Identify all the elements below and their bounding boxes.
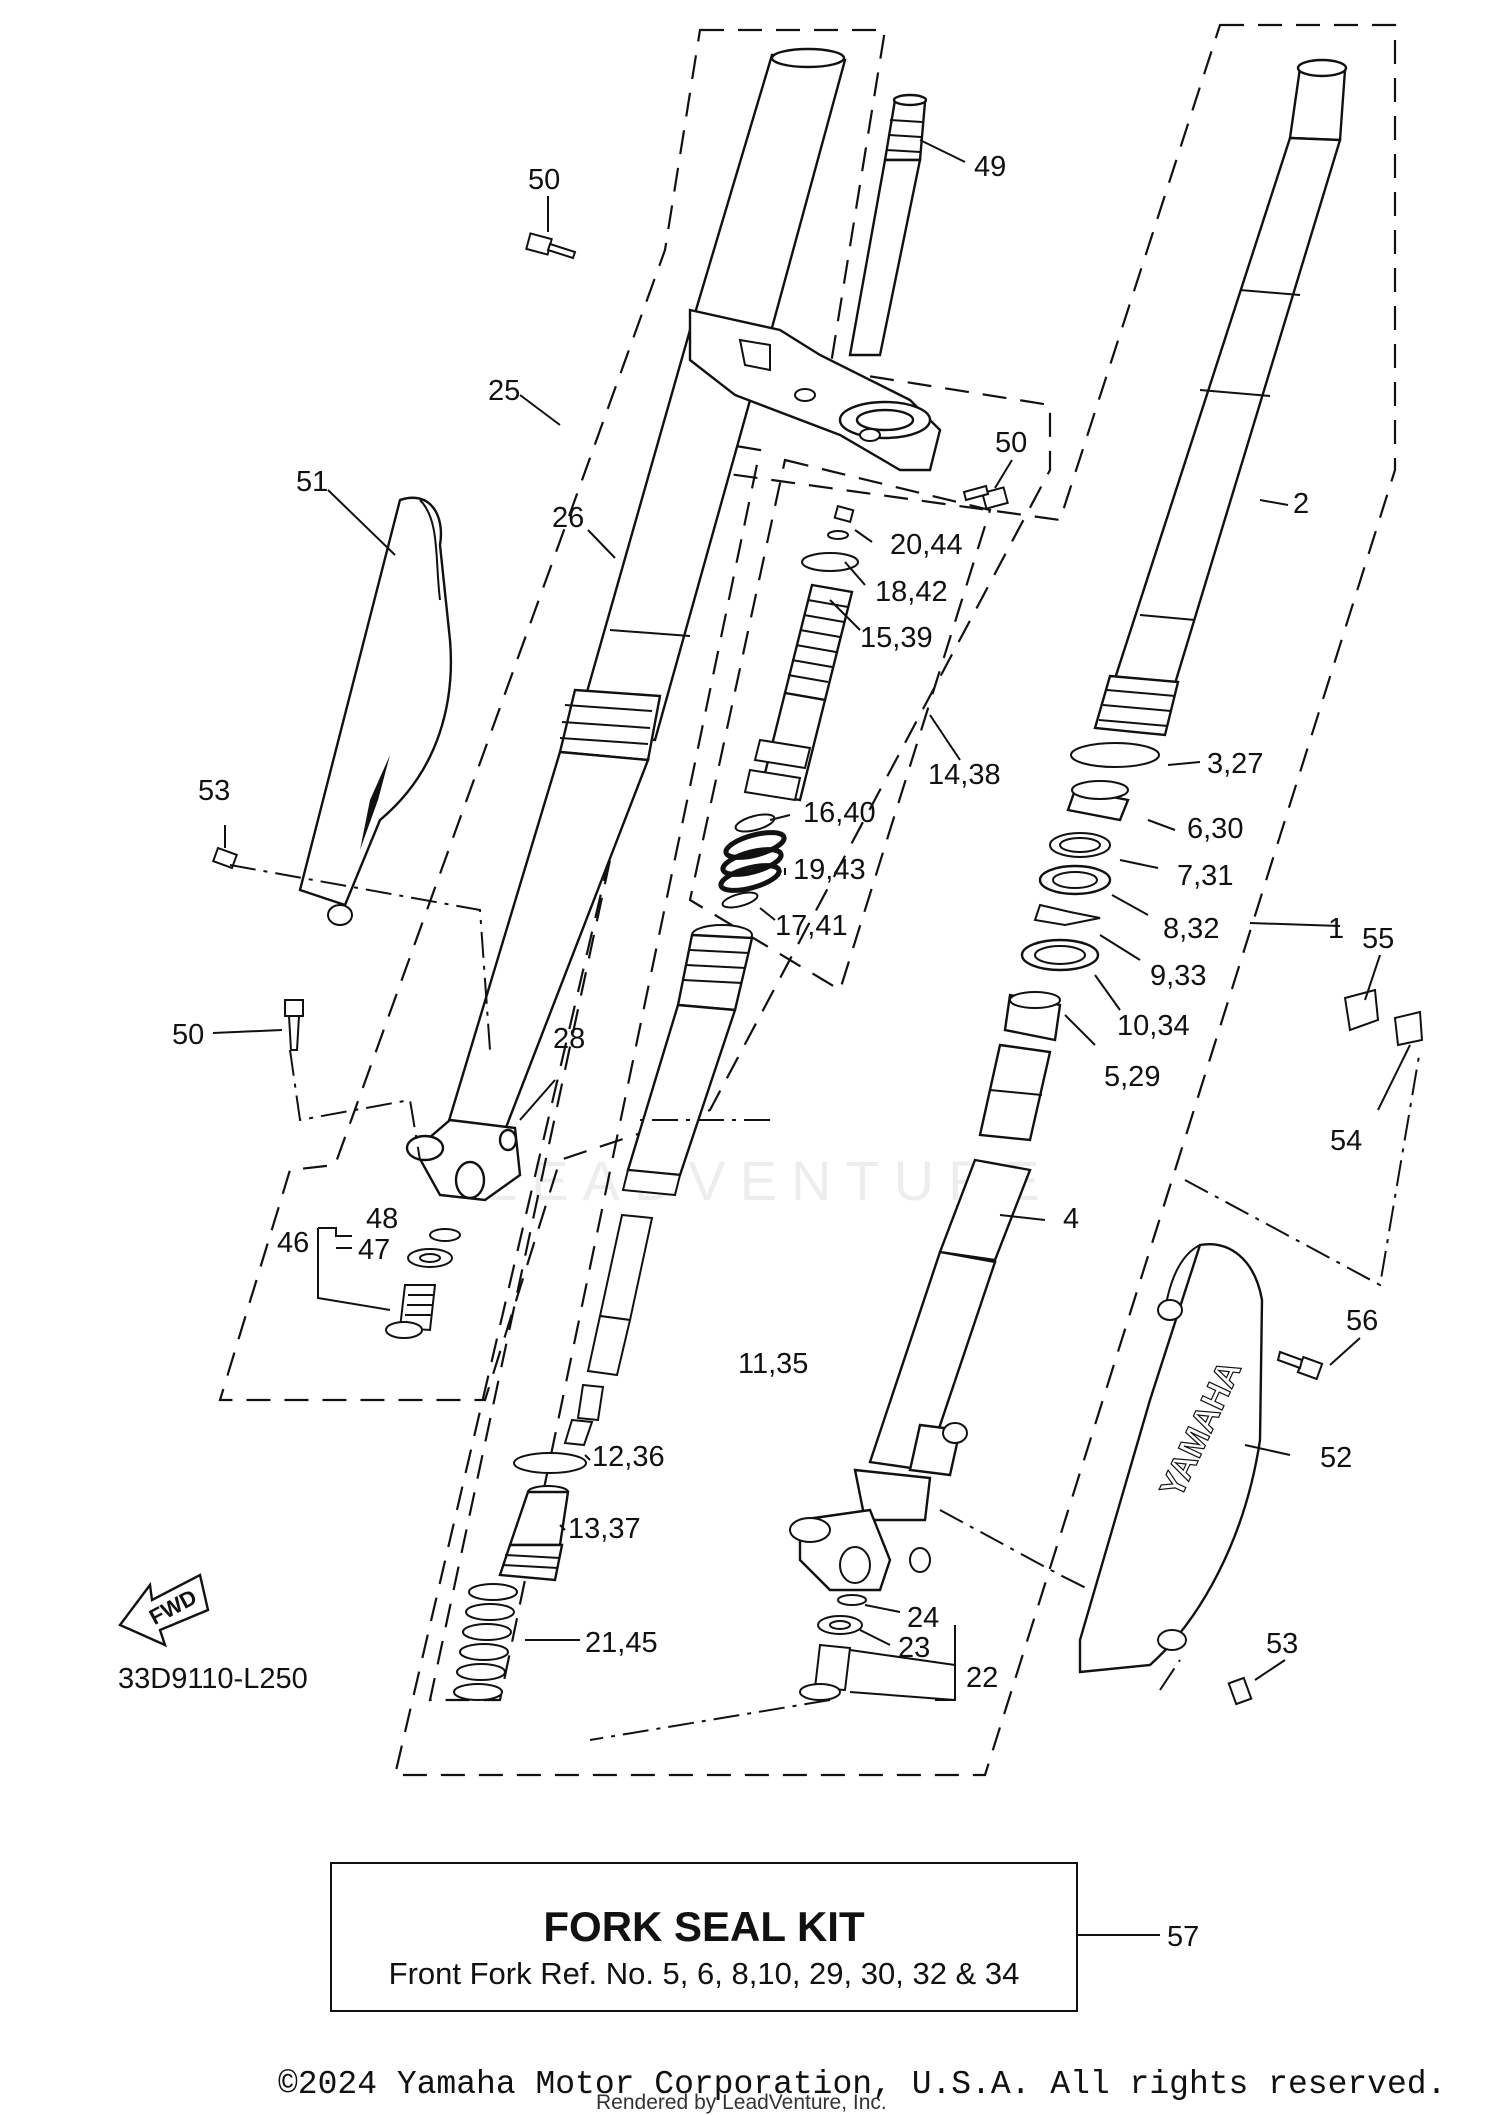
- callout-48: 48: [366, 1203, 398, 1235]
- damper-cartridge: [563, 924, 754, 1447]
- callout-23: 23: [898, 1632, 930, 1664]
- kit-description: Front Fork Ref. No. 5, 6, 8,10, 29, 30, …: [388, 1956, 1020, 1991]
- callout-19-43: 19,43: [793, 854, 866, 886]
- callout-53-left: 53: [198, 775, 230, 807]
- bolt-53-right: [1227, 1676, 1253, 1706]
- diagram-id: 33D9110-L250: [118, 1663, 308, 1695]
- callout-15-39: 15,39: [860, 622, 933, 654]
- callout-28: 28: [553, 1023, 585, 1055]
- callout-labels: 1 2 3,27 4 5,29 6,30 7,31 8,32 9,33 10,3…: [172, 151, 1394, 1953]
- right-fork-guard: YAMAHA: [1078, 1243, 1264, 1674]
- watermark: LEADVENTURE: [486, 1149, 1054, 1212]
- damper-seals: [718, 813, 787, 909]
- callout-13-37: 13,37: [568, 1513, 641, 1545]
- callout-18-42: 18,42: [875, 576, 948, 608]
- bolt-50-left: [284, 999, 304, 1051]
- callout-2: 2: [1293, 488, 1309, 520]
- callout-6-30: 6,30: [1187, 813, 1243, 845]
- callout-16-40: 16,40: [803, 797, 876, 829]
- callout-57: 57: [1167, 1921, 1199, 1953]
- callout-3-27: 3,27: [1207, 748, 1263, 780]
- callout-14-38: 14,38: [928, 759, 1001, 791]
- left-axle-holder: [405, 1118, 522, 1202]
- callout-20-44: 20,44: [890, 529, 963, 561]
- callout-51: 51: [296, 466, 328, 498]
- damper-cap-assembly: [743, 504, 859, 802]
- callout-25: 25: [488, 375, 520, 407]
- callout-12-36: 12,36: [592, 1441, 665, 1473]
- callout-50-top: 50: [528, 164, 560, 196]
- callout-55: 55: [1362, 923, 1394, 955]
- callout-22: 22: [966, 1662, 998, 1694]
- callout-52: 52: [1320, 1442, 1352, 1474]
- right-assembly-boundary: [393, 23, 1397, 1777]
- inner-assembly-boundary: [428, 438, 762, 1702]
- right-drain-bolt: [799, 1594, 867, 1701]
- rendered-by: Rendered by LeadVenture, Inc.: [596, 2091, 887, 2114]
- left-fork-guard: [298, 496, 453, 926]
- guard-clips: [1343, 988, 1424, 1047]
- bolt-50-top: [525, 232, 577, 260]
- callout-53-right: 53: [1266, 1628, 1298, 1660]
- fork-seal-kit-box: FORK SEAL KIT Front Fork Ref. No. 5, 6, …: [330, 1862, 1078, 2012]
- leader-lines: [212, 139, 1411, 1936]
- o-ring-and-base-valve: [498, 1452, 587, 1582]
- right-outer-tube: [1093, 58, 1348, 737]
- callout-10-34: 10,34: [1117, 1010, 1190, 1042]
- bolt-53-left: [211, 846, 239, 870]
- right-inner-tube: [789, 1043, 1052, 1592]
- callout-50-left: 50: [172, 1019, 204, 1051]
- bolt-56: [1276, 1350, 1324, 1381]
- upper-triple-clamp: [688, 308, 942, 472]
- callout-54: 54: [1330, 1125, 1362, 1157]
- callout-21-45: 21,45: [585, 1627, 658, 1659]
- forward-arrow: [118, 1573, 210, 1648]
- callout-7-31: 7,31: [1177, 860, 1233, 892]
- left-outer-tube: [446, 47, 847, 1132]
- callout-17-41: 17,41: [775, 910, 848, 942]
- callout-46: 46: [277, 1227, 309, 1259]
- callout-9-33: 9,33: [1150, 960, 1206, 992]
- callout-4: 4: [1063, 1203, 1079, 1235]
- callout-49: 49: [974, 151, 1006, 183]
- bolt-50-right: [962, 484, 1009, 510]
- callout-50-right: 50: [995, 427, 1027, 459]
- callout-5-29: 5,29: [1104, 1061, 1160, 1093]
- callout-56: 56: [1346, 1305, 1378, 1337]
- callout-24: 24: [907, 1602, 939, 1634]
- fork-seal-stack: [1003, 742, 1160, 1042]
- callout-26: 26: [552, 502, 584, 534]
- alignment-lines: [229, 864, 1421, 1741]
- damper-assembly-boundary: [688, 458, 992, 992]
- copyright: ©2024 Yamaha Motor Corporation, U.S.A. A…: [278, 2066, 1447, 2103]
- rebound-spring: [453, 1583, 518, 1701]
- callout-47: 47: [358, 1234, 390, 1266]
- callout-8-32: 8,32: [1163, 913, 1219, 945]
- kit-title: FORK SEAL KIT: [543, 1903, 865, 1950]
- steering-shaft: [848, 93, 928, 357]
- callout-11-35: 11,35: [738, 1348, 808, 1380]
- left-drain-bolt: [385, 1228, 461, 1339]
- callout-1: 1: [1328, 913, 1344, 945]
